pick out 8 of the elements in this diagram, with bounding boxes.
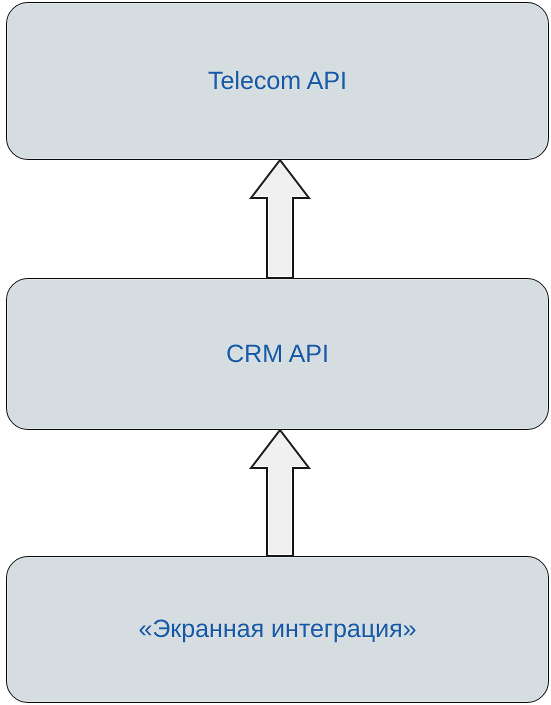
arrow [248,428,312,557]
arrow [248,158,312,279]
process-box [6,556,549,703]
process-box [6,278,549,430]
box-label: CRM API [226,340,329,368]
process-box [6,2,549,160]
box-label: Telecom API [208,66,347,96]
box-label: «Экранная интеграция» [138,615,417,644]
